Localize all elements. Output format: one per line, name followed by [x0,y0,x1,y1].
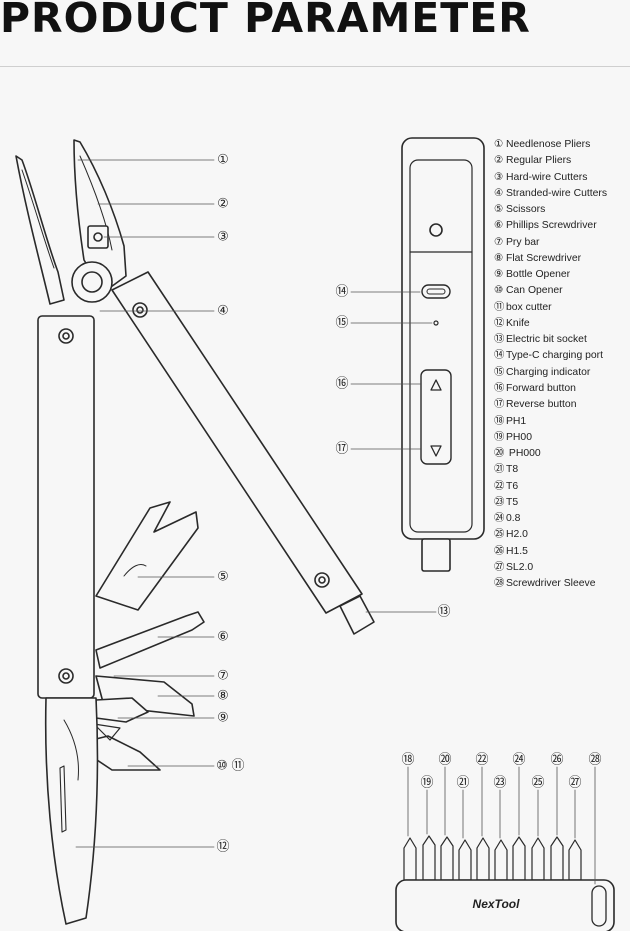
callout-12: ⑫ [216,840,229,855]
callout-28: ㉘ [588,753,601,768]
screwdriver-body [401,137,485,572]
callout-1: ① [217,153,229,168]
leader-lines [75,159,596,885]
brand-logo-text: NexTool [472,897,520,911]
callout-21: ㉑ [456,776,469,791]
callout-14: ⑭ [335,285,348,300]
callout-9: ⑨ [217,711,229,726]
knife-blade [44,697,99,925]
page-title: PRODUCT PARAMETER [0,0,531,42]
callout-13: ⑬ [437,605,450,620]
title-divider [0,66,630,67]
callout-25: ㉕ [531,776,544,791]
diagonal-handle [111,271,375,635]
callout-16: ⑯ [335,377,348,392]
pliers-jaws [15,139,127,305]
callout-23: ㉓ [493,776,506,791]
bit-case [395,835,615,931]
fanned-tools [91,501,205,771]
callout-5: ⑤ [217,570,229,585]
callout-8: ⑧ [217,689,229,704]
callout-11: ⑪ [231,759,244,774]
legend-item: ⑳ PH000 [494,448,541,460]
callout-26: ㉖ [550,753,563,768]
callout-18: ⑱ [401,753,414,768]
callout-6: ⑥ [217,630,229,645]
callout-17: ⑰ [335,442,348,457]
callout-20: ⑳ [438,753,451,768]
callout-27: ㉗ [568,776,581,791]
arrow-up-triangle-icon[interactable] [430,379,442,391]
callout-24: ㉔ [512,753,525,768]
callout-4: ④ [217,304,229,319]
callout-2: ② [217,197,229,212]
arrow-down-triangle-icon[interactable] [430,445,442,457]
callout-22: ㉒ [475,753,488,768]
callout-3: ③ [217,230,229,245]
callout-19: ⑲ [420,776,433,791]
callout-7: ⑦ [217,669,229,684]
callout-10: ⑩ [216,759,228,774]
callout-15: ⑮ [335,316,348,331]
main-handle [37,315,95,699]
